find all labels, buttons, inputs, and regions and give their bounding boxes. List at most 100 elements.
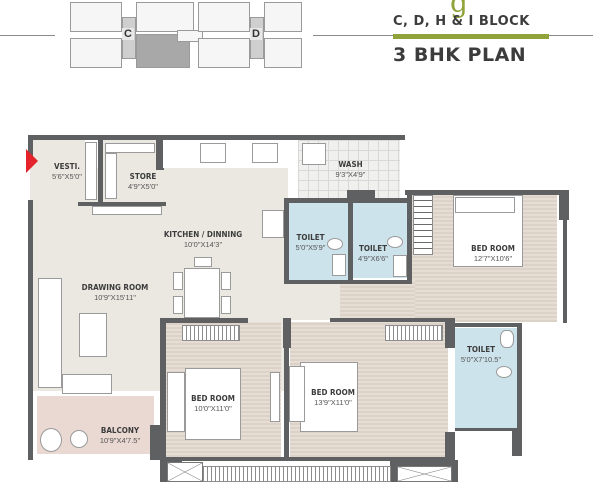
room-name: BALCONY	[100, 426, 140, 435]
wall-toilet3-top	[455, 323, 520, 327]
wall-bottom	[160, 457, 455, 461]
wall-toilet2-right	[407, 194, 412, 284]
bottom-railing	[203, 466, 391, 482]
wall-bed2-top	[160, 318, 248, 323]
toilet-3-wc-icon	[496, 366, 512, 378]
fridge-icon	[262, 210, 284, 238]
room-label-drawing: DRAWING ROOM 10'9"X15'11"	[80, 283, 150, 302]
wall-vesti-store	[98, 140, 103, 203]
washing-machine-icon	[302, 143, 326, 165]
toilet-1-basin-icon	[332, 254, 346, 276]
wall-bedroom1-right	[563, 220, 567, 323]
wall-bed-divider-upper	[283, 318, 291, 348]
room-dims: 5'0"X5'9"	[295, 243, 326, 252]
tv-unit	[92, 206, 162, 215]
room-dims: 10'9"X15'11"	[94, 293, 136, 302]
wall-toilet-divider	[348, 200, 353, 282]
bedroom-1-wardrobe	[413, 195, 433, 255]
dining-chair	[194, 257, 212, 267]
sink-icon	[252, 143, 278, 163]
room-label-bedroom-3: BED ROOM 13'9"X11'0"	[303, 388, 363, 407]
dining-chair	[221, 296, 231, 314]
room-dims: 5'6"X5'0"	[52, 172, 82, 181]
header-rule-left	[0, 35, 55, 36]
bed-3-side	[289, 366, 305, 422]
room-label-bedroom-2: BED ROOM 10'0"X11'0"	[183, 394, 243, 413]
key-plan: C D	[70, 0, 302, 70]
key-plan-lift	[177, 30, 203, 42]
bedroom-2-wardrobe	[182, 325, 240, 341]
room-dims: 10'0"X14'3"	[183, 240, 223, 249]
room-label-bedroom-1: BED ROOM 12'7"X10'6"	[463, 244, 523, 263]
header-accent-bar	[393, 34, 549, 39]
block-title: C, D, H & I BLOCK	[393, 14, 530, 29]
sofa-long	[38, 278, 62, 388]
wall-store-right	[156, 140, 164, 170]
room-name: BED ROOM	[311, 388, 355, 397]
key-plan-wing	[264, 2, 302, 32]
wall-left	[28, 200, 33, 460]
dining-table	[184, 268, 220, 318]
room-dims: 12'7"X10'6"	[473, 254, 513, 263]
wall-top	[28, 135, 405, 140]
wall-toilet3-bottom	[455, 428, 517, 431]
bed-2	[185, 368, 241, 440]
toilet-2-basin-icon	[393, 255, 407, 277]
entry-arrow-icon	[26, 149, 38, 173]
room-name: BED ROOM	[191, 394, 235, 403]
room-label-wash: WASH 9'3"X4'9"	[323, 160, 378, 179]
dining-chair	[173, 296, 183, 314]
brand-logo-fragment: g	[450, 0, 468, 19]
room-dims: 4'9"X5'0"	[128, 182, 158, 191]
wall-toilet3-pillar	[445, 432, 455, 462]
key-plan-wing	[264, 38, 302, 68]
stove-icon	[200, 143, 226, 163]
wall-bedroom1-pillar	[559, 190, 569, 220]
room-name: KITCHEN / DINNING	[163, 230, 243, 239]
room-dims: 4'9"X6'6"	[358, 254, 388, 263]
wall-toilet-top	[284, 198, 409, 203]
room-label-balcony: BALCONY 10'9"X4'7.5"	[90, 426, 150, 445]
room-label-vesti: VESTI. 5'6"X5'0"	[42, 162, 92, 181]
duct-shaft-left	[167, 462, 203, 482]
store-shelf-top	[105, 143, 155, 153]
wall-bed3-top	[330, 318, 450, 322]
room-label-toilet-2: TOILET 4'9"X6'6"	[353, 244, 393, 263]
key-plan-wing	[198, 38, 250, 68]
wall-bedroom1-top	[405, 190, 560, 195]
dining-chair	[221, 272, 231, 290]
room-label-kitchen: KITCHEN / DINNING 10'0"X14'3"	[158, 230, 248, 249]
key-plan-wing	[136, 2, 194, 32]
sofa-short	[62, 374, 112, 394]
vesti-shoe-rack	[85, 142, 97, 200]
bed-1-pillows	[455, 197, 515, 213]
balcony-chair-icon	[40, 428, 62, 452]
key-plan-block-c: C	[122, 28, 134, 40]
room-dims: 10'0"X11'0"	[194, 404, 232, 413]
wall-balcony-pillar	[150, 425, 160, 460]
coffee-table	[79, 313, 107, 357]
store-shelf-side	[105, 153, 117, 199]
room-label-store: STORE 4'9"X5'0"	[118, 172, 168, 191]
room-dims: 10'9"X4'7.5"	[99, 436, 141, 445]
balcony-table-icon	[70, 430, 88, 448]
wall-toilet3-right	[517, 323, 522, 428]
wall-bed2-left	[160, 318, 166, 460]
room-label-toilet-3: TOILET 5'0"X7'10.5"	[456, 345, 506, 364]
bedroom-3-cupboard	[270, 372, 280, 422]
room-name: TOILET	[466, 345, 496, 354]
bedroom-3-wardrobe	[385, 325, 443, 341]
key-plan-block-d: D	[250, 28, 262, 40]
wall-toilet3-left	[445, 318, 455, 348]
key-plan-wing	[198, 2, 250, 32]
key-plan-wing	[70, 38, 122, 68]
plan-title: 3 BHK PLAN	[393, 44, 527, 66]
bed-3	[300, 362, 358, 432]
wall-toilet3-bottom-pillar	[512, 428, 522, 456]
dining-chair	[173, 272, 183, 290]
bedroom-1-extension	[340, 280, 415, 320]
wall-toilet-block	[347, 190, 375, 202]
room-label-toilet-1: TOILET 5'0"X5'9"	[288, 233, 333, 252]
wall-bed-divider	[284, 348, 289, 460]
room-name: VESTI.	[54, 162, 80, 171]
